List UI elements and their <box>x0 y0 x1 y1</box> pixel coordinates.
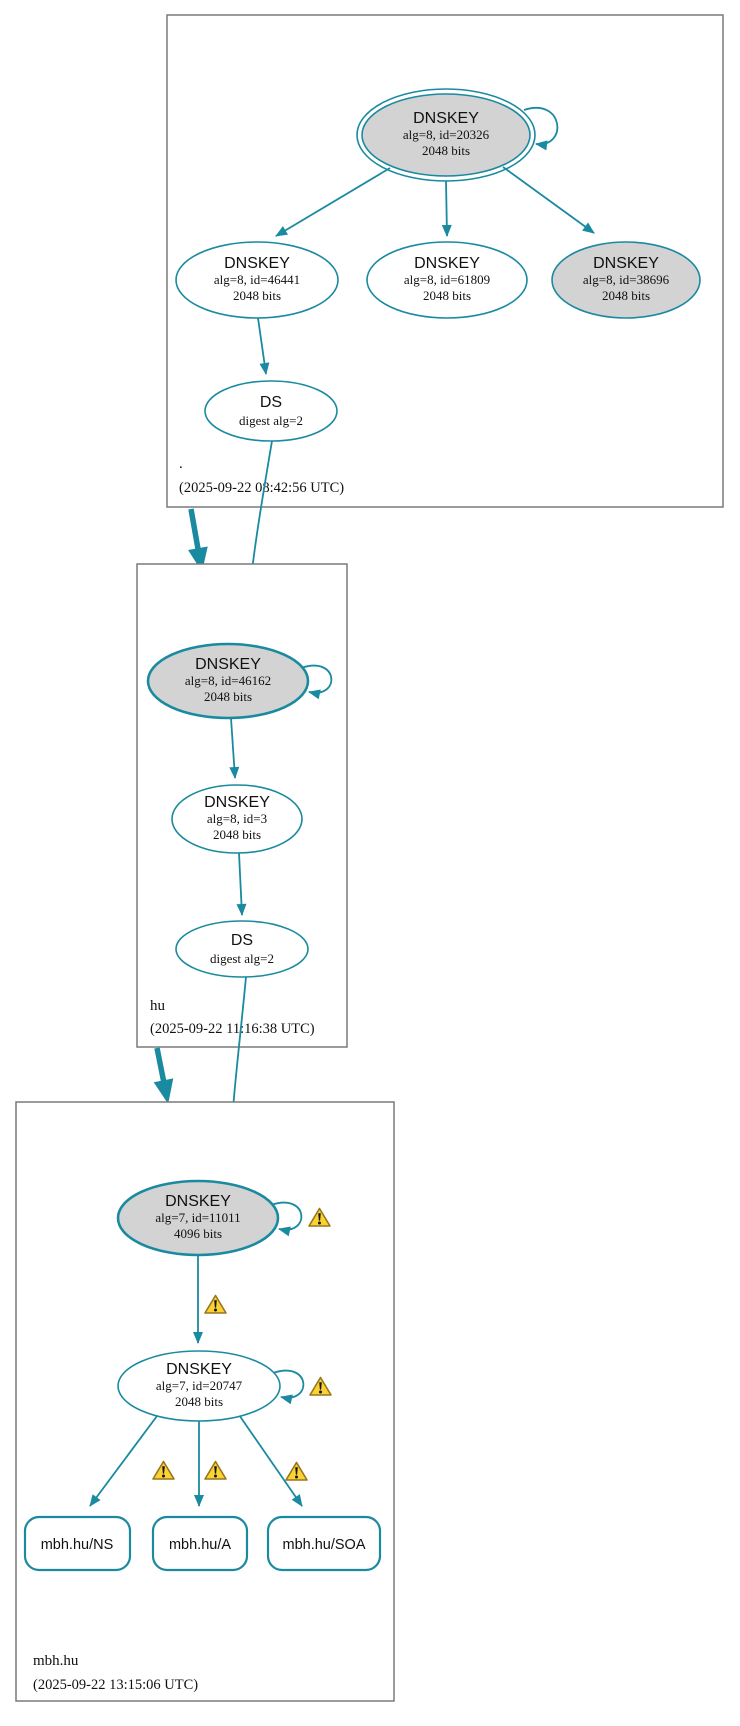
dnskey-11011-title: DNSKEY <box>165 1193 231 1210</box>
ds-root-ellipse <box>204 380 338 442</box>
dnskey-11011-ellipse <box>116 1179 280 1257</box>
dnskey-38696-ellipse <box>551 241 701 319</box>
dnskey-20326-title: DNSKEY <box>413 110 479 127</box>
dnskey-node-38696[interactable]: DNSKEY alg=8, id=38696 2048 bits <box>551 241 701 319</box>
dnskey-node-20326[interactable]: DNSKEY alg=8, id=20326 2048 bits <box>356 88 536 182</box>
zone-mbh-hu-label: mbh.hu <box>33 1653 79 1669</box>
dnskey-20326-detail2: 2048 bits <box>422 143 470 158</box>
rrset-node-mbh-hu-soa[interactable]: mbh.hu/SOA <box>266 1515 382 1572</box>
dnskey-node-20747[interactable]: DNSKEY alg=7, id=20747 2048 bits <box>117 1350 281 1422</box>
edge-delegation-hu-to-mbh <box>153 1047 174 1104</box>
edge-delegation-root-to-hu <box>188 508 208 572</box>
dnskey-20326-detail1: alg=8, id=20326 <box>403 127 490 142</box>
dnskey-node-46162[interactable]: DNSKEY alg=8, id=46162 2048 bits <box>146 642 310 720</box>
dnskey-20747-detail2: 2048 bits <box>175 1394 223 1409</box>
zone-root-timestamp: (2025-09-22 08:42:56 UTC) <box>179 480 344 496</box>
dnskey-3-detail2: 2048 bits <box>213 827 261 842</box>
dnskey-11011-detail2: 4096 bits <box>174 1226 222 1241</box>
rrset-soa-box <box>266 1515 382 1572</box>
edge-20747-selfsign <box>272 1369 305 1405</box>
dnskey-61809-detail1: alg=8, id=61809 <box>404 272 490 287</box>
edge-20747-to-ns <box>89 1411 161 1507</box>
dnskey-3-ellipse <box>171 784 303 854</box>
dnskey-46162-detail2: 2048 bits <box>204 689 252 704</box>
dnskey-46441-ellipse <box>175 241 339 319</box>
edge-hu-ksk-selfsign <box>300 664 333 700</box>
dnskey-node-61809[interactable]: DNSKEY alg=8, id=61809 2048 bits <box>366 241 528 319</box>
rrset-ns-label: mbh.hu/NS <box>41 1537 114 1553</box>
zone-hu: DNSKEY alg=8, id=46162 2048 bits DNSKEY … <box>136 563 348 1048</box>
dnskey-46441-detail1: alg=8, id=46441 <box>214 272 300 287</box>
ds-root-title: DS <box>260 394 282 411</box>
rrset-ns-box <box>23 1515 132 1572</box>
dnskey-20747-ellipse <box>117 1350 281 1422</box>
dnskey-38696-detail2: 2048 bits <box>602 288 650 303</box>
zone-hu-timestamp: (2025-09-22 11:16:38 UTC) <box>150 1021 315 1037</box>
dnskey-46162-title: DNSKEY <box>195 656 261 673</box>
dnskey-46162-detail1: alg=8, id=46162 <box>185 673 271 688</box>
edge-46441-to-ds <box>257 317 270 375</box>
dnskey-3-title: DNSKEY <box>204 794 270 811</box>
rrset-node-mbh-hu-ns[interactable]: mbh.hu/NS <box>23 1515 132 1572</box>
edge-ksk20326-to-38696 <box>502 166 595 234</box>
zone-hu-label: hu <box>150 998 166 1014</box>
edge-3-to-ds <box>236 852 247 916</box>
dnskey-61809-detail2: 2048 bits <box>423 288 471 303</box>
dnskey-46441-title: DNSKEY <box>224 255 290 272</box>
dnskey-20747-title: DNSKEY <box>166 1361 232 1378</box>
rrset-a-label: mbh.hu/A <box>169 1537 231 1553</box>
edge-20747-to-soa <box>236 1411 303 1507</box>
zone-mbh-hu: DNSKEY alg=7, id=11011 4096 bits DNSKEY … <box>15 1101 395 1702</box>
dnskey-node-3[interactable]: DNSKEY alg=8, id=3 2048 bits <box>171 784 303 854</box>
rrset-node-mbh-hu-a[interactable]: mbh.hu/A <box>151 1515 249 1572</box>
dnskey-46441-detail2: 2048 bits <box>233 288 281 303</box>
dnskey-20326-ellipse <box>361 93 531 177</box>
rrset-soa-label: mbh.hu/SOA <box>282 1537 365 1553</box>
ds-hu-detail1: digest alg=2 <box>210 951 274 966</box>
ds-root-detail1: digest alg=2 <box>239 413 303 428</box>
edge-root-ksk-selfsign <box>523 107 559 151</box>
dnskey-38696-title: DNSKEY <box>593 255 659 272</box>
zone-mbh-hu-timestamp: (2025-09-22 13:15:06 UTC) <box>33 1677 198 1693</box>
dnskey-61809-title: DNSKEY <box>414 255 480 272</box>
zone-root-label: . <box>179 456 183 472</box>
ds-hu-title: DS <box>231 932 253 949</box>
ds-node-root[interactable]: DS digest alg=2 <box>204 380 338 442</box>
rrset-a-box <box>151 1515 249 1572</box>
zone-root: DNSKEY alg=8, id=20326 2048 bits DNSKEY … <box>166 14 724 508</box>
dnskey-46162-ellipse <box>146 642 310 720</box>
dnskey-3-detail1: alg=8, id=3 <box>207 811 267 826</box>
dnskey-node-46441[interactable]: DNSKEY alg=8, id=46441 2048 bits <box>175 241 339 319</box>
dnskey-61809-ellipse <box>366 241 528 319</box>
edge-ksk20326-to-61809 <box>441 180 452 237</box>
dnskey-11011-detail1: alg=7, id=11011 <box>155 1210 240 1225</box>
dnskey-20326-outer-ring <box>356 88 536 182</box>
dnskey-20747-detail1: alg=7, id=20747 <box>156 1378 243 1393</box>
edge-11011-selfsign <box>270 1201 303 1237</box>
ds-node-hu[interactable]: DS digest alg=2 <box>175 920 309 978</box>
dnskey-node-11011[interactable]: DNSKEY alg=7, id=11011 4096 bits <box>116 1179 280 1257</box>
dnskey-38696-detail1: alg=8, id=38696 <box>583 272 670 287</box>
edge-46162-to-3 <box>229 717 240 779</box>
ds-hu-ellipse <box>175 920 309 978</box>
edge-ksk20326-to-46441 <box>275 167 391 237</box>
